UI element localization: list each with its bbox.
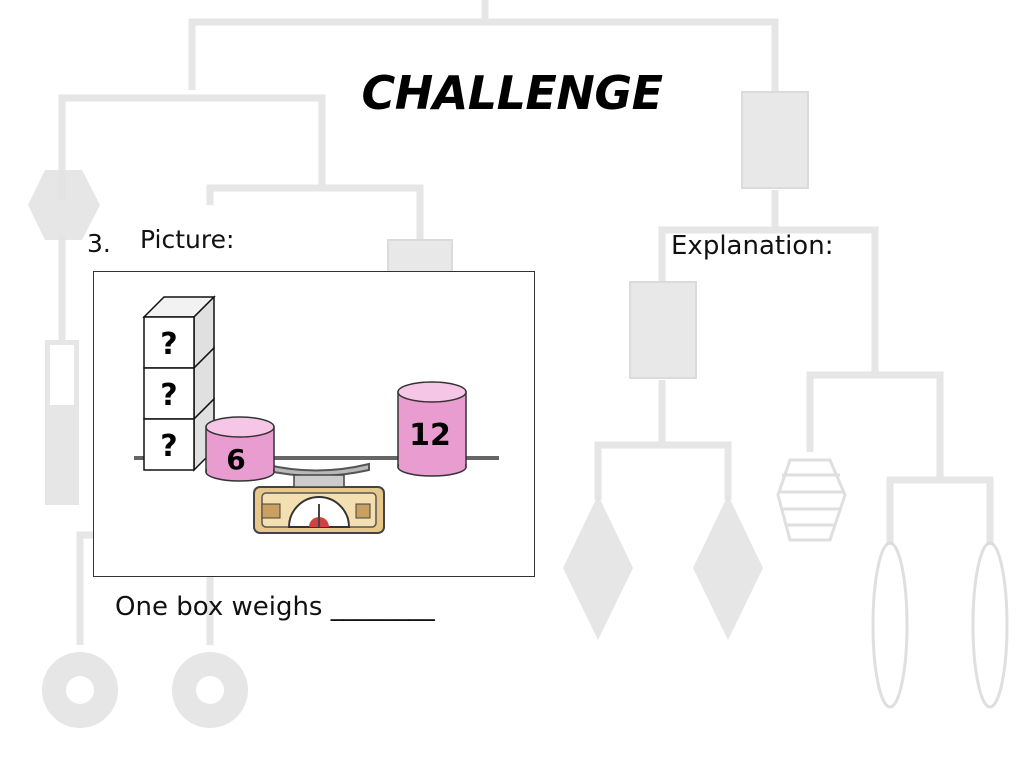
explanation-label: Explanation: (671, 231, 834, 261)
question-number: 3. (87, 229, 111, 258)
balance-scale-scene: ? ? ? 6 12 (134, 295, 499, 534)
mystery-box: ? (143, 346, 215, 421)
mystery-box-mark: ? (160, 429, 177, 464)
picture-label: Picture: (140, 225, 235, 254)
balance-scale-picture: ? ? ? 6 12 (93, 271, 535, 577)
weight-six-label: 6 (226, 443, 245, 476)
weight-twelve: 12 (397, 381, 467, 477)
scale-beam (134, 456, 499, 460)
scale-icon (253, 462, 385, 534)
weight-six: 6 (205, 416, 275, 482)
slide-title: CHALLENGE (361, 66, 663, 120)
answer-prompt: One box weighs ________ (115, 592, 435, 622)
weight-twelve-label: 12 (409, 418, 451, 453)
mystery-box-mark: ? (160, 378, 177, 413)
mystery-box-mark: ? (160, 327, 177, 362)
mystery-box: ? (143, 397, 215, 472)
mystery-box: ? (142, 295, 216, 370)
mystery-box-stack: ? ? ? (142, 295, 216, 472)
